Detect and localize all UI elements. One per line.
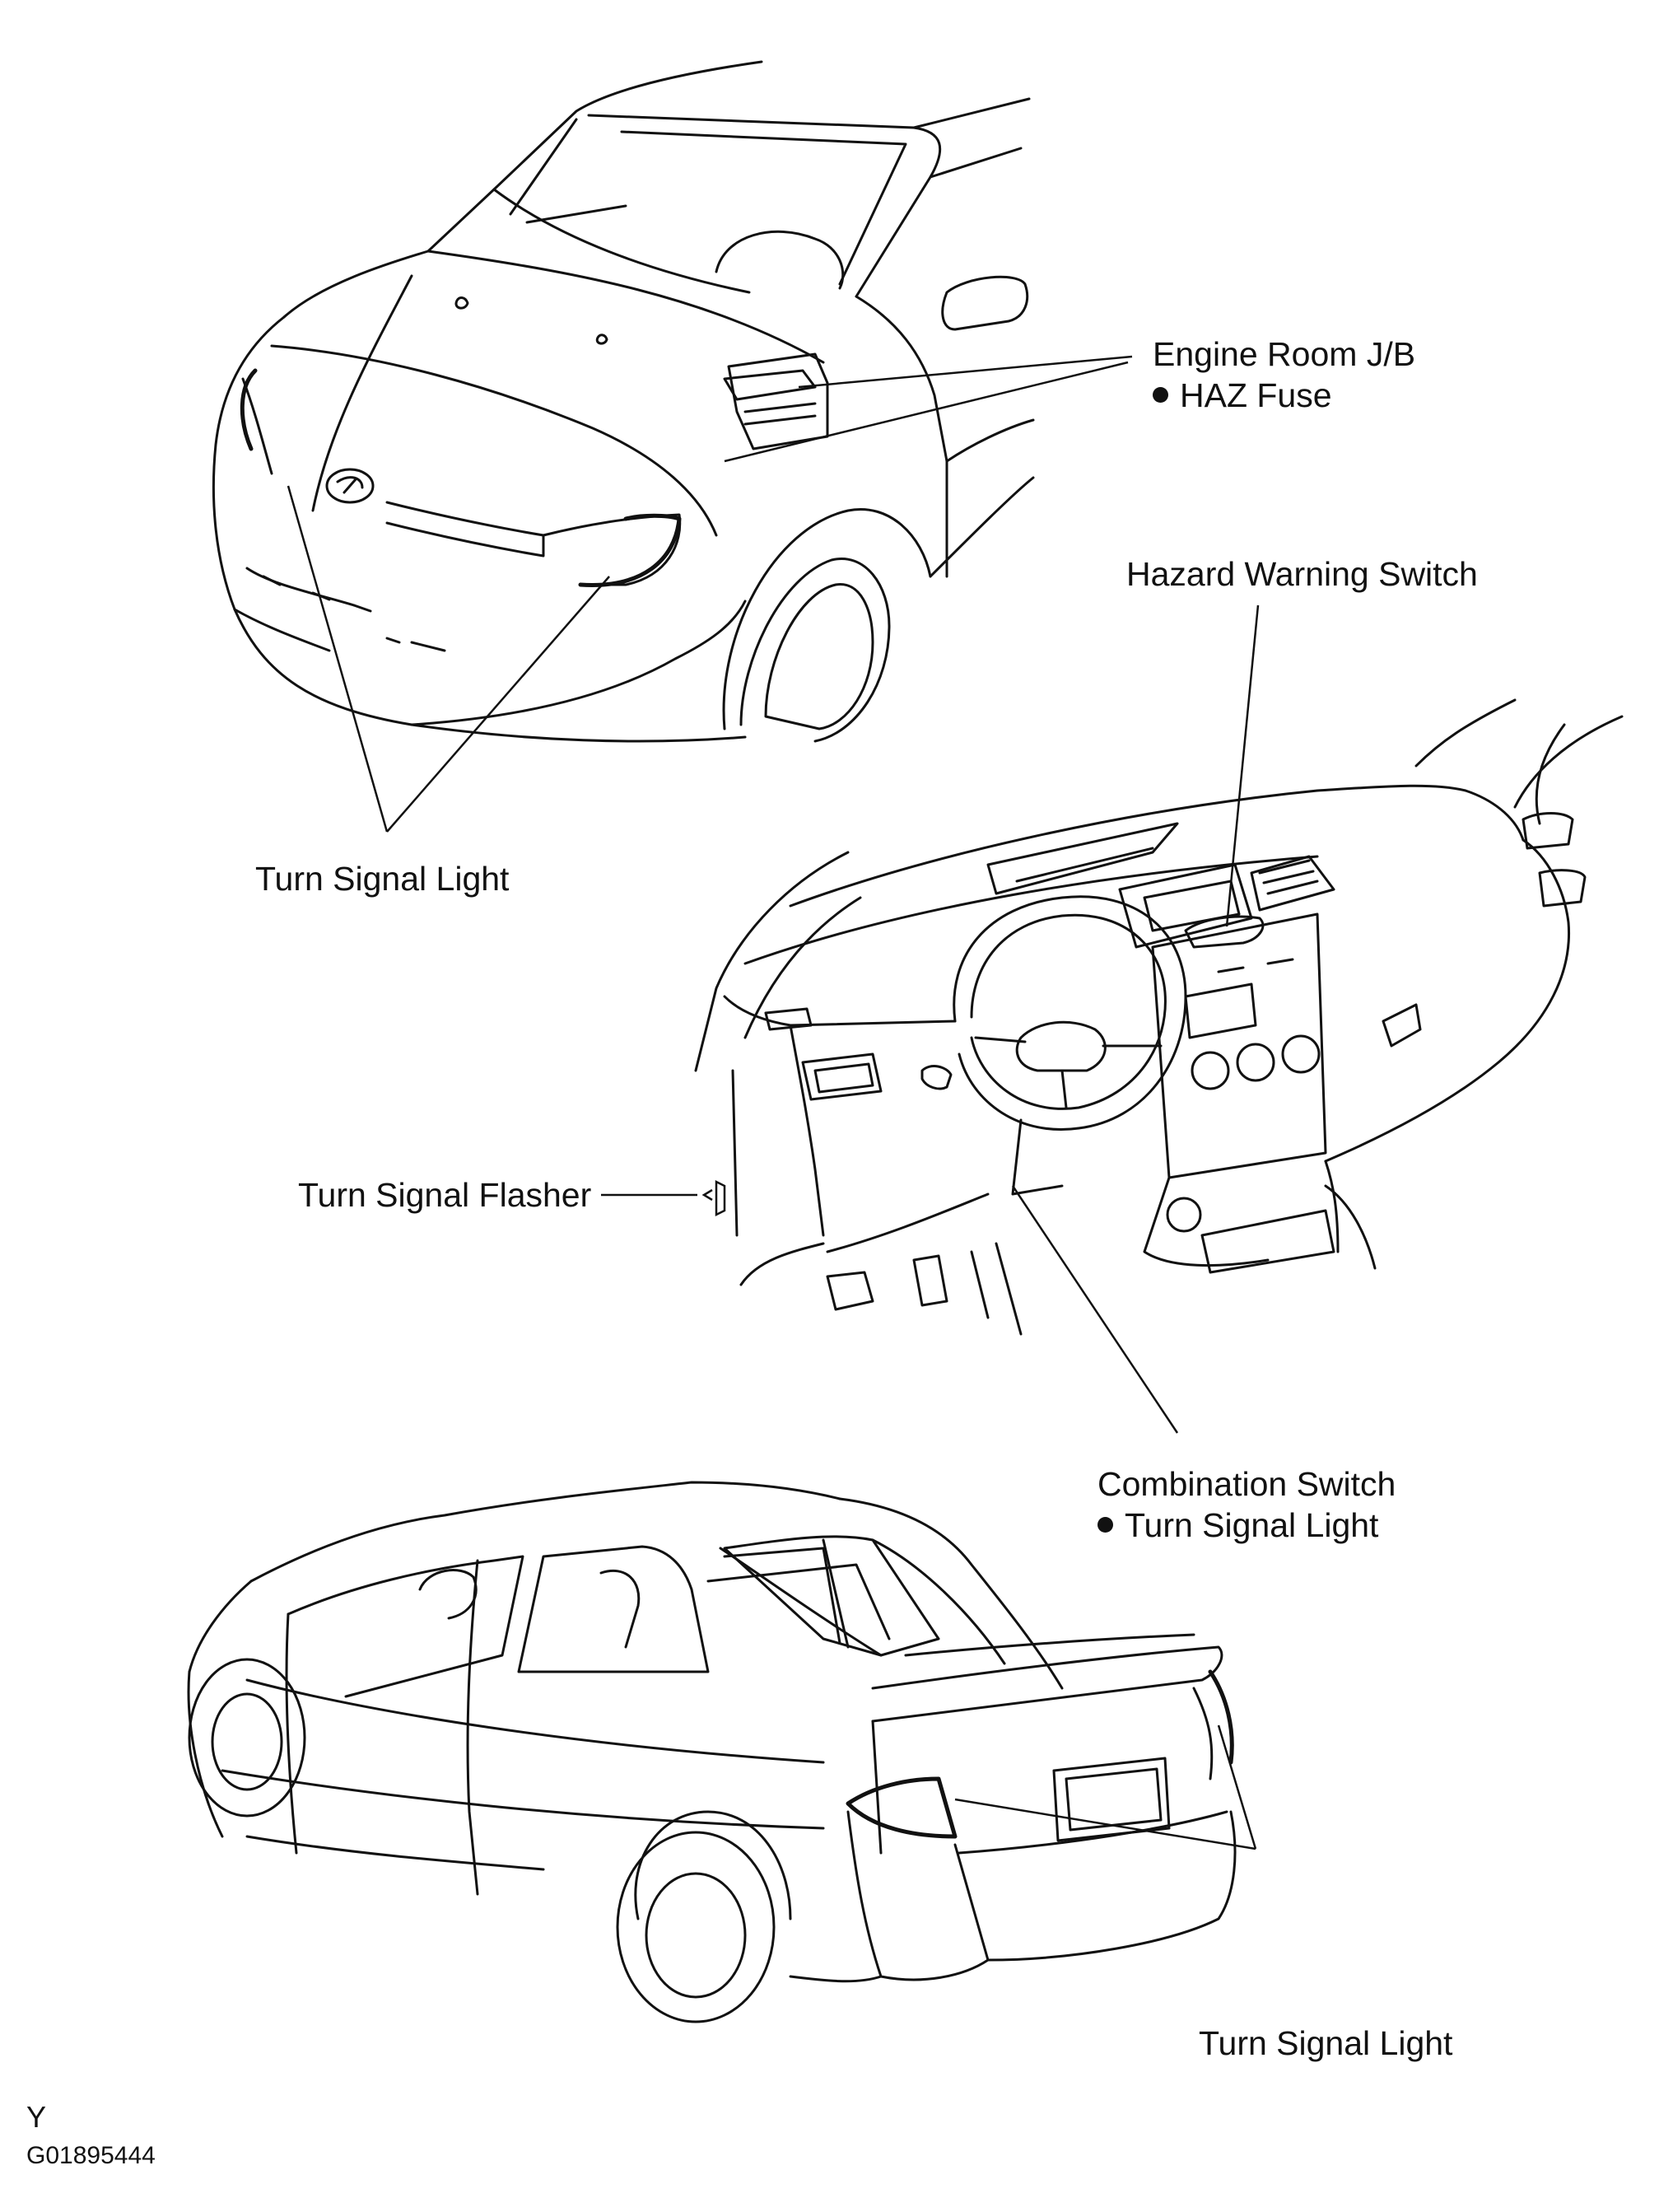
front-car-illustration: [212, 60, 1035, 743]
instrument-panel-illustration: [694, 698, 1624, 1336]
bullet-icon: [1153, 387, 1168, 403]
haz-fuse-label: HAZ Fuse: [1153, 375, 1332, 416]
code-letter: Y: [26, 2100, 47, 2134]
haz-fuse-text: HAZ Fuse: [1180, 376, 1332, 414]
combination-turn-signal-label: Turn Signal Light: [1097, 1505, 1378, 1546]
turn-signal-flasher-label: Turn Signal Flasher: [298, 1176, 592, 1214]
figure-id: G01895444: [26, 2142, 156, 2169]
engine-room-jb-label: Engine Room J/B: [1153, 335, 1416, 373]
combination-switch-label: Combination Switch: [1097, 1465, 1396, 1503]
turn-signal-light-front-label: Turn Signal Light: [255, 860, 510, 898]
leader-lines: [287, 355, 1260, 1850]
combination-turn-signal-text: Turn Signal Light: [1125, 1506, 1379, 1544]
rear-car-illustration: [187, 1481, 1237, 2023]
hazard-warning-switch-label: Hazard Warning Switch: [1126, 555, 1478, 593]
bullet-icon: [1097, 1517, 1113, 1533]
turn-signal-light-rear-label: Turn Signal Light: [1199, 2024, 1453, 2062]
